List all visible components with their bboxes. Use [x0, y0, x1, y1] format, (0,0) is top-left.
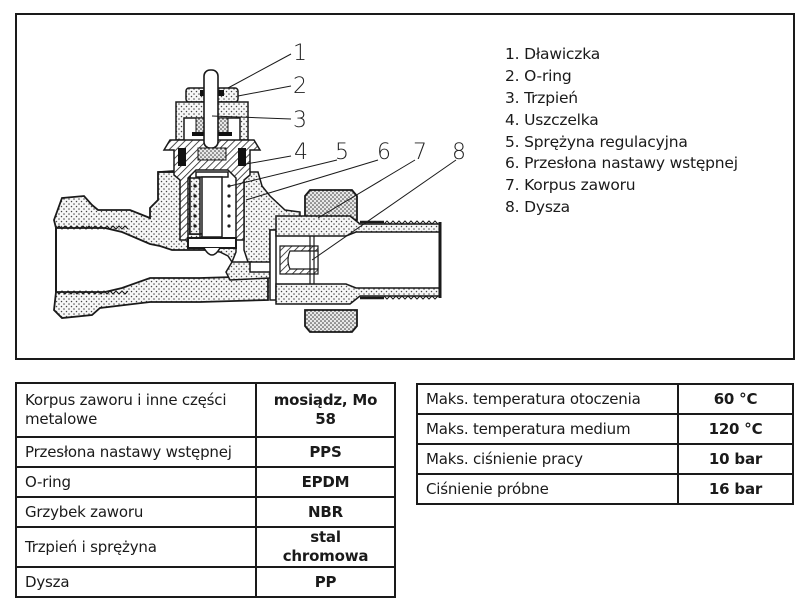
callout-leader-lines	[211, 53, 457, 261]
material-value: EPDM	[255, 466, 396, 498]
parameter-label: Maks. ciśnienie pracy	[416, 443, 679, 475]
callout-3: 3	[293, 108, 307, 133]
callout-7: 7	[413, 140, 427, 165]
legend-item: 8. Dysza	[505, 198, 570, 217]
tailpiece-right	[275, 215, 442, 305]
callout-2: 2	[293, 74, 307, 99]
parameter-value: 16 bar	[677, 473, 794, 505]
legend-item: 6. Przesłona nastawy wstępnej	[505, 154, 738, 173]
material-part-label: O-ring	[15, 466, 257, 498]
callout-6: 6	[377, 140, 391, 165]
material-value: PPS	[255, 436, 396, 468]
parameters-table: Maks. temperatura otoczenia 60 °C Maks. …	[416, 383, 794, 505]
material-value: stal chromowa	[255, 526, 396, 568]
legend-item: 3. Trzpień	[505, 88, 578, 107]
parameter-label: Maks. temperatura otoczenia	[416, 383, 679, 415]
legend-item: 5. Sprężyna regulacyjna	[505, 132, 688, 151]
table-row: Grzybek zaworu NBR	[15, 496, 396, 528]
material-value: PP	[255, 566, 396, 598]
table-row: O-ring EPDM	[15, 466, 396, 498]
material-part-label: Grzybek zaworu	[15, 496, 257, 528]
parameter-label: Ciśnienie próbne	[416, 473, 679, 505]
legend-item: 2. O-ring	[505, 66, 572, 85]
table-row: Trzpień i sprężyna stal chromowa	[15, 526, 396, 568]
diagram-frame	[15, 13, 795, 360]
legend-item: 7. Korpus zaworu	[505, 176, 636, 195]
table-row: Maks. temperatura otoczenia 60 °C	[416, 383, 794, 415]
table-row: Maks. ciśnienie pracy 10 bar	[416, 443, 794, 475]
legend-item: 1. Dławiczka	[505, 45, 600, 63]
callout-8: 8	[452, 140, 466, 165]
materials-table: Korpus zaworu i inne części metalowe mos…	[15, 382, 396, 598]
material-value: mosiądz, Mo 58	[255, 382, 396, 438]
nozzle	[279, 236, 319, 284]
parts-legend: 1. Dławiczka 2. O-ring 3. Trzpień 4. Usz…	[505, 44, 738, 219]
material-part-label: Dysza	[15, 566, 257, 598]
table-row: Przesłona nastawy wstępnej PPS	[15, 436, 396, 468]
table-row: Maks. temperatura medium 120 °C	[416, 413, 794, 445]
valve-body-center	[157, 169, 301, 301]
valve-body-left	[53, 171, 269, 319]
callout-4: 4	[294, 140, 308, 165]
material-part-label: Korpus zaworu i inne części metalowe	[15, 382, 257, 438]
table-row: Korpus zaworu i inne części metalowe mos…	[15, 382, 396, 438]
parameter-value: 60 °C	[677, 383, 794, 415]
valve-stem	[187, 69, 237, 256]
legend-item: 4. Uszczelka	[505, 110, 599, 129]
material-part-label: Przesłona nastawy wstępnej	[15, 436, 257, 468]
table-row: Ciśnienie próbne 16 bar	[416, 473, 794, 505]
parameter-label: Maks. temperatura medium	[416, 413, 679, 445]
parameter-value: 10 bar	[677, 443, 794, 475]
parameter-value: 120 °C	[677, 413, 794, 445]
valve-cross-section-diagram: 1 2 3 4 5 6 7 8	[53, 41, 466, 333]
material-part-label: Trzpień i sprężyna	[15, 526, 257, 568]
material-value: NBR	[255, 496, 396, 528]
callout-numbers: 1 2 3 4 5 6 7 8	[293, 41, 466, 165]
table-row: Dysza PP	[15, 566, 396, 598]
callout-1: 1	[293, 41, 307, 66]
callout-5: 5	[335, 140, 349, 165]
